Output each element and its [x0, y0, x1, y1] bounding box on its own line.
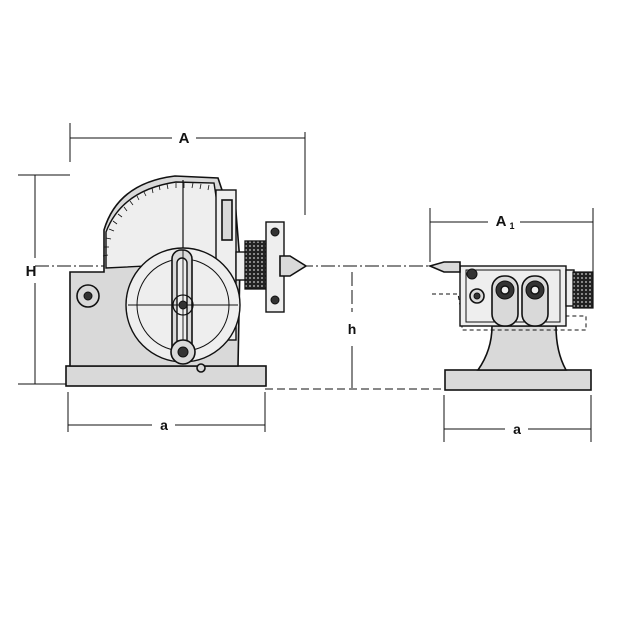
dead-center [427, 261, 461, 273]
dividing-head [65, 175, 308, 387]
tailstock-pedestal [476, 325, 568, 371]
label-A1: A [496, 213, 507, 230]
tailstock-knurled-knob [572, 271, 594, 309]
label-A1-subscript: 1 [509, 221, 514, 231]
live-center [279, 255, 308, 277]
tailstock [427, 261, 594, 391]
label-h: h [348, 321, 357, 337]
label-a-right: a [513, 421, 521, 437]
dimension-lines [18, 123, 594, 442]
label-H: H [26, 263, 37, 280]
lowered-position-outline [432, 293, 587, 331]
label-A: A [179, 130, 190, 147]
knurled-nut [244, 240, 270, 290]
tailstock-base [444, 369, 592, 391]
graduation-scale [102, 182, 210, 257]
dividing-head-base [65, 365, 267, 387]
label-a-left: a [160, 417, 168, 433]
